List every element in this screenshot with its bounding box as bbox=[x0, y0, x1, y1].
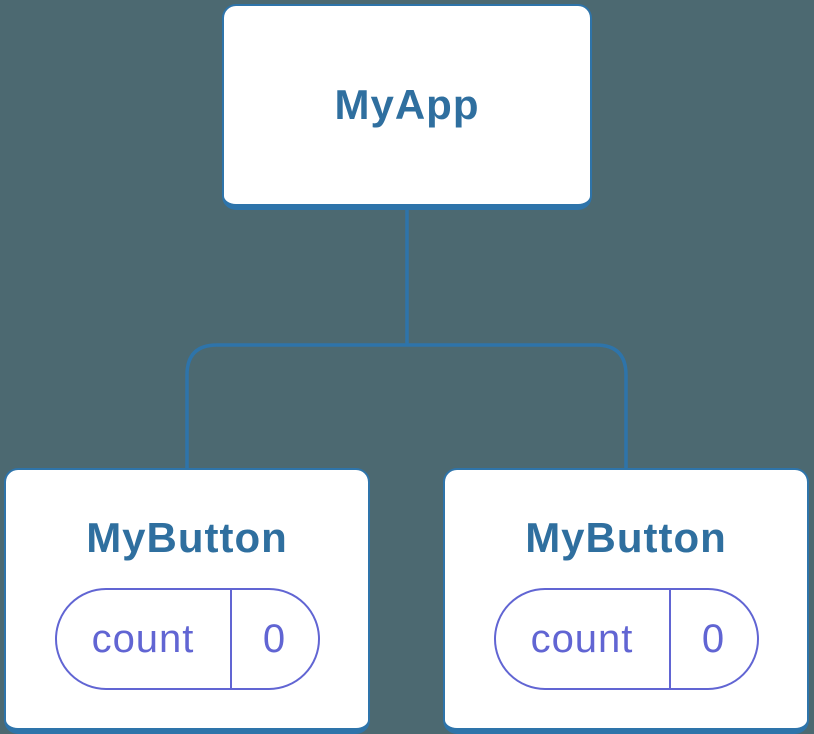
branch-connector bbox=[185, 343, 628, 470]
state-pill: count 0 bbox=[54, 588, 320, 691]
state-value-label: 0 bbox=[701, 616, 726, 661]
tree-node-child-left: MyButton count 0 bbox=[4, 468, 370, 734]
state-value-cell: 0 bbox=[232, 590, 318, 688]
state-pill: count 0 bbox=[493, 588, 759, 691]
tree-node-root: MyApp bbox=[222, 4, 592, 210]
state-key-label: count bbox=[530, 616, 634, 661]
state-key-label: count bbox=[91, 616, 195, 661]
state-value-label: 0 bbox=[262, 616, 287, 661]
tree-node-child-right: MyButton count 0 bbox=[443, 468, 809, 734]
child-node-label: MyButton bbox=[525, 514, 727, 561]
child-node-label: MyButton bbox=[86, 514, 288, 561]
root-node-label: MyApp bbox=[334, 80, 480, 128]
state-key-cell: count bbox=[496, 590, 671, 689]
state-value-cell: 0 bbox=[671, 590, 757, 688]
state-key-cell: count bbox=[57, 590, 232, 689]
